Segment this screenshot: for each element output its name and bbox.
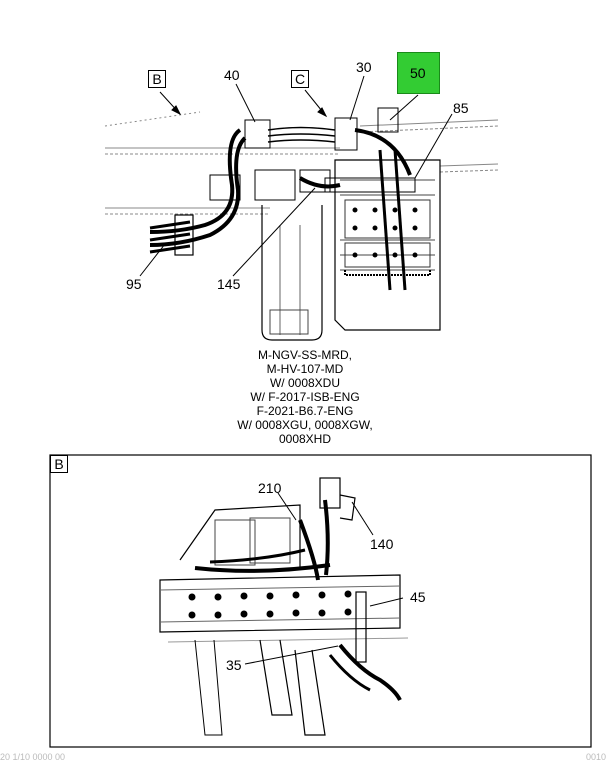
callout-85: 85: [453, 100, 469, 116]
callout-45: 45: [410, 589, 426, 605]
callout-50: 50: [410, 65, 426, 81]
callout-35: 35: [226, 657, 242, 673]
callout-140: 140: [370, 536, 394, 552]
callout-50-highlight: 50: [397, 52, 440, 94]
caption-line: W/ 0008XDU: [269, 376, 341, 390]
callout-210: 210: [258, 480, 282, 496]
callout-30: 30: [356, 59, 372, 75]
callout-40: 40: [224, 67, 240, 83]
caption-line: M-NGV-SS-MRD,: [258, 348, 352, 362]
detail-view-title: B: [50, 455, 68, 473]
view-ref-b: B: [148, 70, 166, 88]
callout-145: 145: [217, 276, 241, 292]
view-ref-c: C: [291, 70, 309, 88]
applicability-caption: M-NGV-SS-MRD, M-HV-107-MD W/ 0008XDU W/ …: [210, 348, 400, 446]
callout-95: 95: [126, 276, 142, 292]
caption-line: F-2021-B6.7-ENG: [256, 404, 354, 418]
caption-line: W/ 0008XGU, 0008XGW,: [237, 418, 373, 432]
caption-line: M-HV-107-MD: [266, 362, 344, 376]
caption-line: 0008XHD: [278, 432, 332, 446]
footer-page: 0010: [585, 752, 606, 762]
footer-doc-id: 20 1/10 0000 00: [0, 752, 66, 762]
caption-line: W/ F-2017-ISB-ENG: [250, 390, 360, 404]
